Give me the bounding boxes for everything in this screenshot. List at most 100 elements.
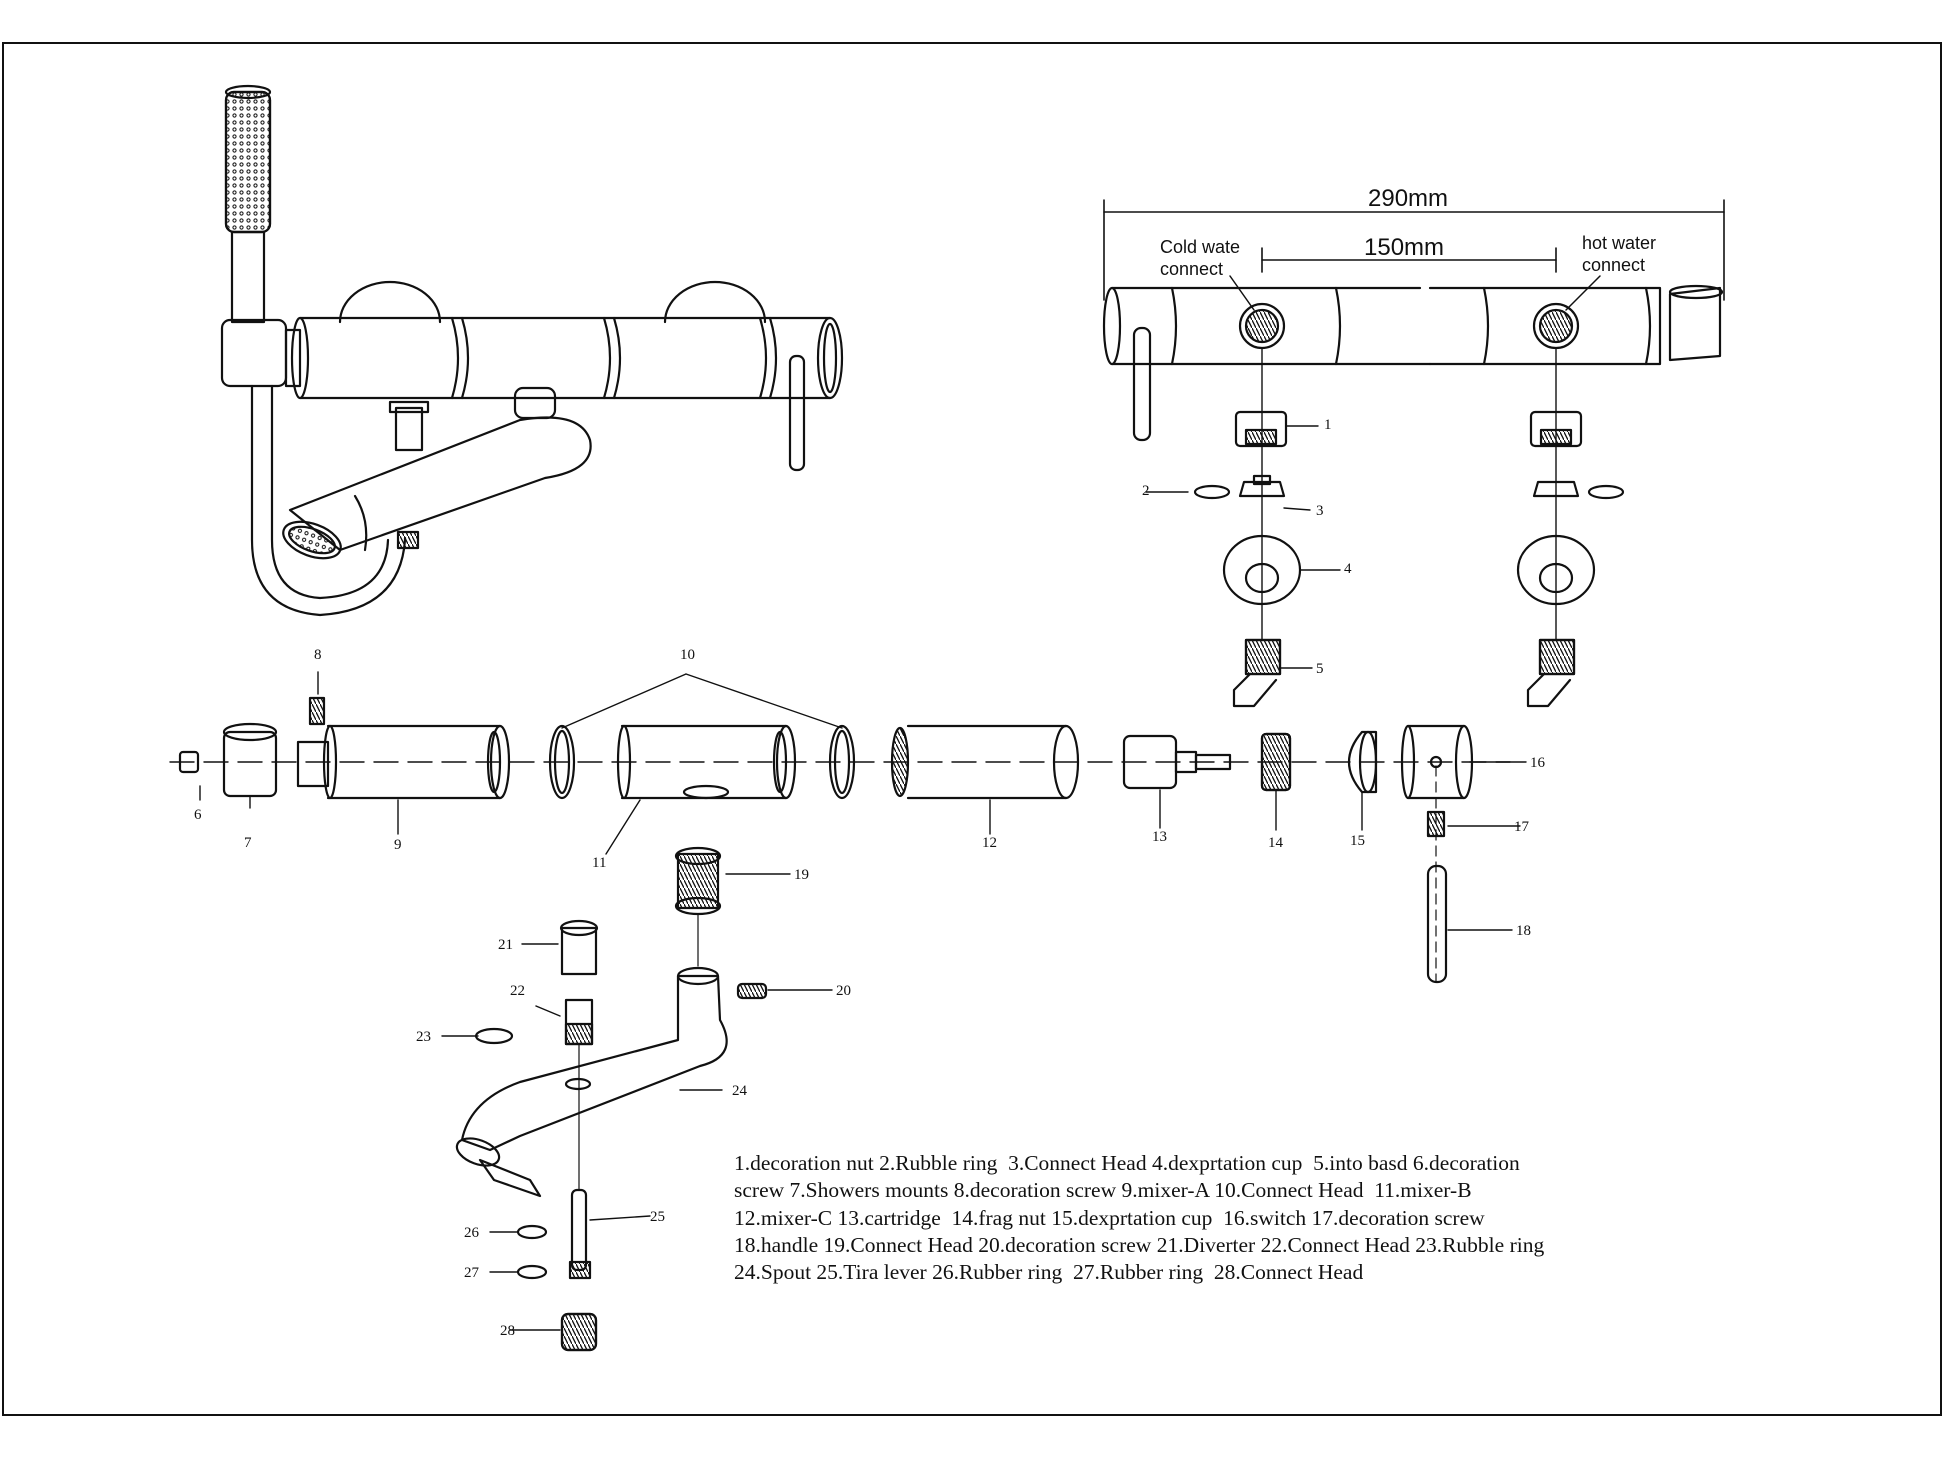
part-11-port bbox=[682, 784, 730, 800]
part-15-rim bbox=[1358, 730, 1378, 794]
hot-leader bbox=[1565, 275, 1601, 311]
mixer-body-right-end bbox=[816, 316, 844, 400]
wall-mount-left bbox=[338, 280, 442, 324]
part-24-top bbox=[676, 966, 720, 986]
callout-6: 6 bbox=[194, 807, 202, 823]
hot-inlet-thread bbox=[1538, 308, 1574, 344]
part-18-handle bbox=[1426, 864, 1448, 984]
spout-aerator bbox=[288, 525, 336, 555]
hot-basd bbox=[1538, 638, 1576, 676]
top-body-end bbox=[1102, 286, 1122, 366]
callout-20: 20 bbox=[836, 983, 851, 999]
top-body-left bbox=[1110, 286, 1432, 366]
callout-1: 1 bbox=[1324, 417, 1332, 433]
spout-leaders bbox=[441, 873, 833, 1331]
callout-2: 2 bbox=[1142, 483, 1150, 499]
callout-18: 18 bbox=[1516, 923, 1531, 939]
hot-decoration-nut bbox=[1529, 410, 1583, 448]
part-19-top bbox=[674, 846, 722, 866]
dim-290: 290mm bbox=[1368, 185, 1449, 212]
callout-19: 19 bbox=[794, 867, 809, 883]
part-11-left bbox=[616, 724, 632, 800]
part-24-spout bbox=[460, 974, 728, 1152]
callout-28: 28 bbox=[500, 1323, 515, 1339]
callout-15: 15 bbox=[1350, 833, 1365, 849]
top-body-right bbox=[1428, 286, 1662, 366]
part-9-left bbox=[322, 724, 338, 800]
cold-basd-elbow bbox=[1232, 672, 1278, 708]
cold-connect-stem bbox=[1252, 474, 1272, 486]
part-10-ring-right bbox=[828, 724, 856, 800]
part-14-nut-thread bbox=[1260, 732, 1292, 792]
part-10-leaders bbox=[561, 673, 843, 729]
part-7-mount bbox=[222, 730, 278, 798]
shower-head-mesh bbox=[224, 90, 272, 234]
part-10-ring-left-inner bbox=[553, 729, 571, 795]
cold-cup-hole bbox=[1244, 562, 1280, 594]
callout-12: 12 bbox=[982, 835, 997, 851]
cold-basd bbox=[1244, 638, 1282, 676]
part-12-thread bbox=[890, 726, 910, 798]
part-24-hole bbox=[564, 1077, 592, 1091]
top-handle bbox=[1132, 326, 1152, 442]
callout-25: 25 bbox=[650, 1209, 665, 1225]
part-13-stem bbox=[1194, 753, 1232, 771]
part-24-outlet bbox=[455, 1137, 501, 1167]
legend-line-2: screw 7.Showers mounts 8.decoration scre… bbox=[734, 1178, 1472, 1203]
top-holder bbox=[1668, 286, 1722, 362]
part-22-thread bbox=[564, 1022, 594, 1046]
exploded-row bbox=[169, 671, 1527, 984]
part-25-lever-end bbox=[568, 1260, 592, 1280]
diverter-cap bbox=[388, 400, 430, 414]
callout-9: 9 bbox=[394, 837, 402, 853]
legend-line-1: 1.decoration nut 2.Rubble ring 3.Connect… bbox=[734, 1151, 1520, 1175]
hot-cup bbox=[1516, 534, 1596, 606]
hot-rubble-ring bbox=[1587, 484, 1625, 500]
hot-connect-head bbox=[1532, 480, 1580, 498]
part-28-connect-head bbox=[560, 1312, 598, 1352]
cold-label-line2: connect bbox=[1160, 259, 1224, 279]
cold-rubble-ring bbox=[1193, 484, 1231, 500]
hot-label-line2: connect bbox=[1582, 255, 1646, 275]
callout-24: 24 bbox=[732, 1083, 747, 1099]
mixer-ring-1 bbox=[450, 316, 470, 400]
assembled-view bbox=[220, 84, 844, 617]
spout-connector bbox=[513, 386, 557, 420]
parts-legend: 1.decoration nut 2.Rubble ring 3.Connect… bbox=[734, 1150, 1544, 1286]
shower-holder bbox=[220, 318, 288, 388]
shower-hose-inner bbox=[270, 384, 390, 600]
part-7-top bbox=[222, 722, 278, 742]
part-23-ring bbox=[474, 1027, 514, 1045]
legend-line-5: 24.Spout 25.Tira lever 26.Rubber ring 27… bbox=[734, 1260, 1364, 1285]
part-21-top bbox=[559, 919, 599, 937]
tira-lever-nut bbox=[396, 530, 420, 550]
row-leaders bbox=[199, 671, 1527, 931]
shower-hose bbox=[250, 384, 407, 617]
mixer-body-collar bbox=[284, 328, 302, 388]
top-holder-rim bbox=[1668, 284, 1724, 300]
part-10-ring-right-inner bbox=[833, 729, 851, 795]
callout-8: 8 bbox=[314, 647, 322, 663]
wall-mount-right bbox=[663, 280, 767, 324]
diverter-knob bbox=[394, 406, 424, 452]
part-20-screw bbox=[736, 982, 768, 1000]
part-9-right bbox=[489, 724, 511, 800]
part-12-right bbox=[1052, 724, 1080, 800]
part-12-body bbox=[906, 724, 1068, 800]
part-21-diverter bbox=[560, 926, 598, 976]
callout-4: 4 bbox=[1344, 561, 1352, 577]
spout-ring bbox=[353, 494, 368, 552]
mixer-ring-3 bbox=[758, 316, 778, 400]
callout-22: 22 bbox=[510, 983, 525, 999]
callout-5: 5 bbox=[1316, 661, 1324, 677]
spout-outlet bbox=[282, 520, 342, 560]
part-9-body bbox=[326, 724, 502, 800]
part-11-right bbox=[775, 724, 797, 800]
part-15-cup bbox=[1348, 730, 1378, 794]
callout-11: 11 bbox=[592, 855, 607, 871]
callout-13: 13 bbox=[1152, 829, 1167, 845]
hot-label-line1: hot water bbox=[1582, 233, 1657, 253]
mixer-ring-2 bbox=[602, 316, 622, 400]
